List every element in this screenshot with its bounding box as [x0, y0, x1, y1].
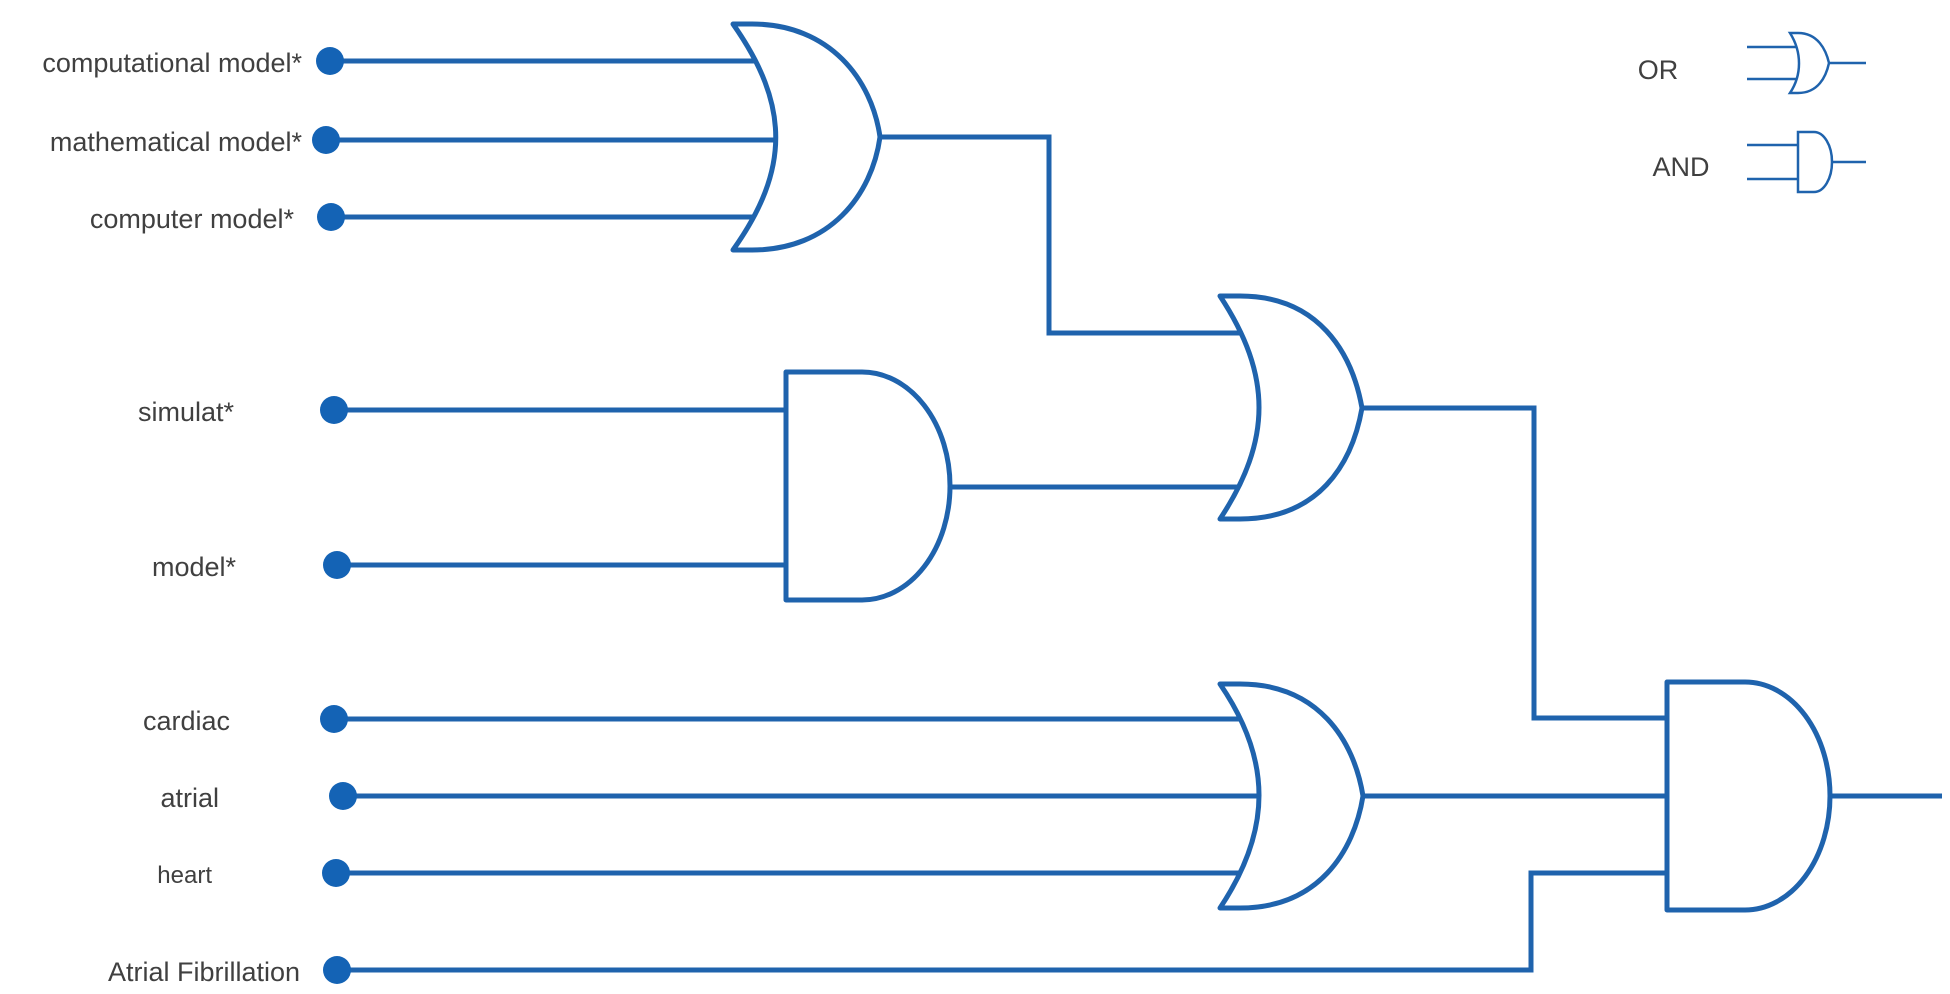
terminal-cardiac [320, 705, 348, 733]
legend-and-symbol [1747, 130, 1866, 194]
terminal-atrial-fibrillation [323, 956, 351, 984]
terminal-simulat [320, 396, 348, 424]
label-atrial: atrial [160, 783, 219, 813]
and-gate-1 [783, 369, 953, 603]
legend-or-symbol [1747, 31, 1866, 95]
terminal-model [323, 551, 351, 579]
label-computational-model: computational model* [42, 48, 302, 78]
terminal-computer-model [317, 203, 345, 231]
gates [730, 21, 1833, 913]
or-gate-2 [1217, 293, 1365, 522]
label-cardiac: cardiac [143, 706, 230, 736]
terminal-computational-model [316, 47, 344, 75]
wire-or2-to-and2 [1362, 405, 1667, 721]
label-simulat: simulat* [138, 397, 235, 427]
label-computer-model: computer model* [90, 204, 295, 234]
legend: OR AND [1638, 31, 1866, 194]
label-atrial-fibrillation: Atrial Fibrillation [108, 957, 300, 987]
wire-or1-to-or2 [880, 134, 1245, 336]
label-mathematical-model: mathematical model* [50, 127, 303, 157]
wires [326, 58, 1942, 973]
label-model: model* [152, 552, 237, 582]
or-gate-1 [730, 21, 883, 253]
legend-or-gate [1787, 31, 1831, 95]
wire-atrial-fibrillation [337, 870, 1667, 973]
legend-and-gate [1796, 130, 1834, 194]
label-heart: heart [157, 862, 212, 889]
terminal-atrial [329, 782, 357, 810]
and-gate-2 [1664, 679, 1833, 913]
legend-or-label: OR [1638, 55, 1679, 85]
input-labels: computational model* mathematical model*… [42, 48, 302, 987]
input-terminals [312, 47, 357, 984]
terminal-heart [322, 859, 350, 887]
or-gate-3 [1217, 681, 1366, 911]
legend-and-label: AND [1652, 152, 1709, 182]
terminal-mathematical-model [312, 126, 340, 154]
